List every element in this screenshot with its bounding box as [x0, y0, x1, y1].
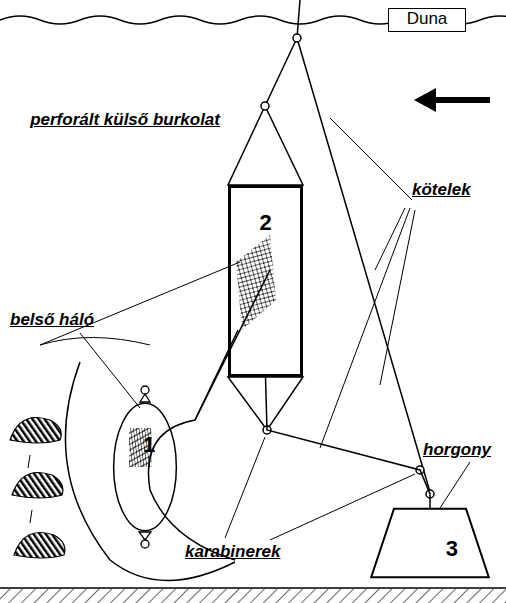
anchor-outline: [370, 508, 490, 578]
perforated-cylinder: 2: [228, 185, 303, 377]
part-label: horgony: [423, 440, 503, 460]
callout-number: 2: [231, 210, 300, 236]
anchor-block: 3: [370, 508, 490, 578]
part-label: kötelek: [412, 180, 502, 200]
part-label: belső háló: [10, 310, 120, 330]
river-name-box: Duna: [388, 8, 466, 32]
part-label: karabinerek: [185, 542, 315, 562]
net-mesh: [113, 402, 177, 532]
callout-number: 1: [113, 432, 177, 458]
inner-net-bag: 1: [113, 402, 177, 532]
callout-number: 3: [370, 536, 490, 562]
river-label: Duna: [389, 9, 465, 29]
rope-connector: [266, 377, 431, 508]
part-label: perforált külső burkolat: [20, 110, 220, 130]
